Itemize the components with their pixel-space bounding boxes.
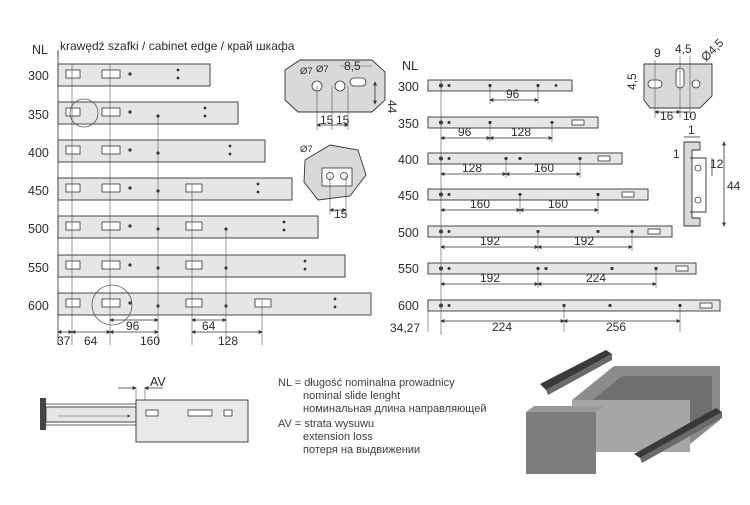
left-length-labels: 300 350 400 450 500 550 600 [28, 69, 49, 313]
detail-dim-8-5: 8,5 [344, 59, 361, 73]
rail-300 [57, 63, 211, 87]
left-rails [57, 63, 372, 316]
right-length-450: 450 [398, 189, 419, 203]
plate-dim-9: 9 [654, 46, 661, 60]
left-length-450: 450 [28, 184, 49, 198]
right-length-600: 600 [398, 299, 419, 313]
legend-av-en: extension loss [303, 431, 373, 443]
nl-left-header: NL [32, 43, 48, 57]
detail2-dim-15: 15 [334, 207, 348, 221]
left-bottom-dimensions: 37 64 96 160 64 128 [57, 318, 263, 348]
rdim-350-128: 128 [511, 125, 531, 139]
right-length-400: 400 [398, 153, 419, 167]
dim-37: 37 [57, 334, 71, 348]
drawer-illustration [526, 350, 722, 474]
detail-dim-15-b: 15 [336, 113, 350, 127]
left-length-350: 350 [28, 108, 49, 122]
dim-128: 128 [218, 334, 238, 348]
cabinet-edge-label: krawędź szafki / cabinet edge / край шка… [60, 39, 295, 53]
rdim-400-160: 160 [534, 161, 554, 175]
right-length-500: 500 [398, 226, 419, 240]
detail-callout-600 [91, 284, 133, 326]
fitting-detail-bottom: Ø7 15 [300, 144, 367, 221]
rdim-550-224: 224 [586, 271, 606, 285]
right-length-550: 550 [398, 262, 419, 276]
rdim-600-224: 224 [492, 320, 512, 334]
dim-64-a: 64 [84, 334, 98, 348]
detail-dim-phi7-b: Ø7 [316, 64, 329, 75]
rdim-400-128: 128 [462, 161, 482, 175]
profile-dim-12: 12 [710, 157, 724, 171]
detail-dim-15-a: 15 [320, 113, 334, 127]
rdim-550-192: 192 [480, 271, 500, 285]
profile-dim-44: 44 [727, 179, 741, 193]
detail-dim-phi7-a: Ø7 [300, 66, 313, 77]
av-label: AV [150, 375, 166, 389]
rail-600 [57, 292, 372, 316]
rail-profile-section: 1 1 12 44 [673, 123, 741, 227]
profile-dim-1-top: 1 [688, 123, 695, 137]
legend: NL = długość nominalna prowadnicy nomina… [278, 377, 486, 456]
rdim-350-96: 96 [458, 125, 472, 139]
rdim-600-256: 256 [606, 320, 626, 334]
dim-160: 160 [140, 334, 160, 348]
legend-nl-ru: номинальная длина направляющей [303, 403, 486, 415]
plate-dim-10: 10 [683, 109, 697, 123]
rdim-500-192-b: 192 [574, 234, 594, 248]
legend-av-pl: AV = strata wysuwu [278, 418, 374, 430]
dim-96: 96 [126, 319, 140, 333]
rail-400 [57, 139, 266, 163]
rdim-450-160-a: 160 [470, 197, 490, 211]
left-reference-lines [71, 64, 263, 345]
fitting-detail-top: Ø7 Ø7 8,5 44 15 15 [284, 59, 399, 130]
right-rails [427, 79, 721, 312]
detail2-dim-phi7: Ø7 [300, 144, 313, 155]
left-length-500: 500 [28, 222, 49, 236]
left-length-300: 300 [28, 69, 49, 83]
rail-350 [57, 101, 239, 125]
left-length-600: 600 [28, 299, 49, 313]
right-length-350: 350 [398, 117, 419, 131]
rdim-450-160-b: 160 [548, 197, 568, 211]
right-length-300: 300 [398, 80, 419, 94]
right-dimensions: 96 96 128 128 160 160 160 192 192 192 22… [390, 86, 681, 335]
legend-nl-pl: NL = długość nominalna prowadnicy [278, 377, 455, 389]
detail-dim-44: 44 [385, 100, 399, 114]
legend-nl-en: nominal slide lenght [303, 390, 400, 402]
rdim-600-34-27: 34,27 [390, 321, 420, 335]
plate-dim-phi4-5: Ø4,5 [698, 36, 727, 65]
rdim-500-192-a: 192 [480, 234, 500, 248]
drawer-front-panel [526, 412, 596, 474]
legend-av-ru: потеря на выдвижении [303, 444, 420, 456]
slot-plate-detail: 9 4,5 Ø4,5 4,5 16 10 [625, 36, 727, 123]
plate-dim-4-5-top: 4,5 [675, 42, 692, 56]
left-rail-holes [65, 68, 337, 309]
detail-callout-350 [69, 98, 99, 128]
rail-450 [57, 177, 293, 201]
dim-64-b: 64 [202, 319, 216, 333]
rdim-300-96: 96 [506, 87, 520, 101]
drawer-rail-top [540, 350, 612, 390]
plate-dim-4-5-side: 4,5 [625, 73, 639, 90]
nl-right-header: NL [402, 59, 418, 73]
profile-dim-1-side: 1 [673, 147, 680, 161]
drawer-rail-bottom [634, 408, 722, 458]
plate-dim-16: 16 [660, 109, 674, 123]
extension-loss-schematic: AV [40, 375, 249, 443]
left-length-400: 400 [28, 146, 49, 160]
left-length-550: 550 [28, 261, 49, 275]
right-length-labels: 300 350 400 450 500 550 600 [398, 80, 419, 313]
